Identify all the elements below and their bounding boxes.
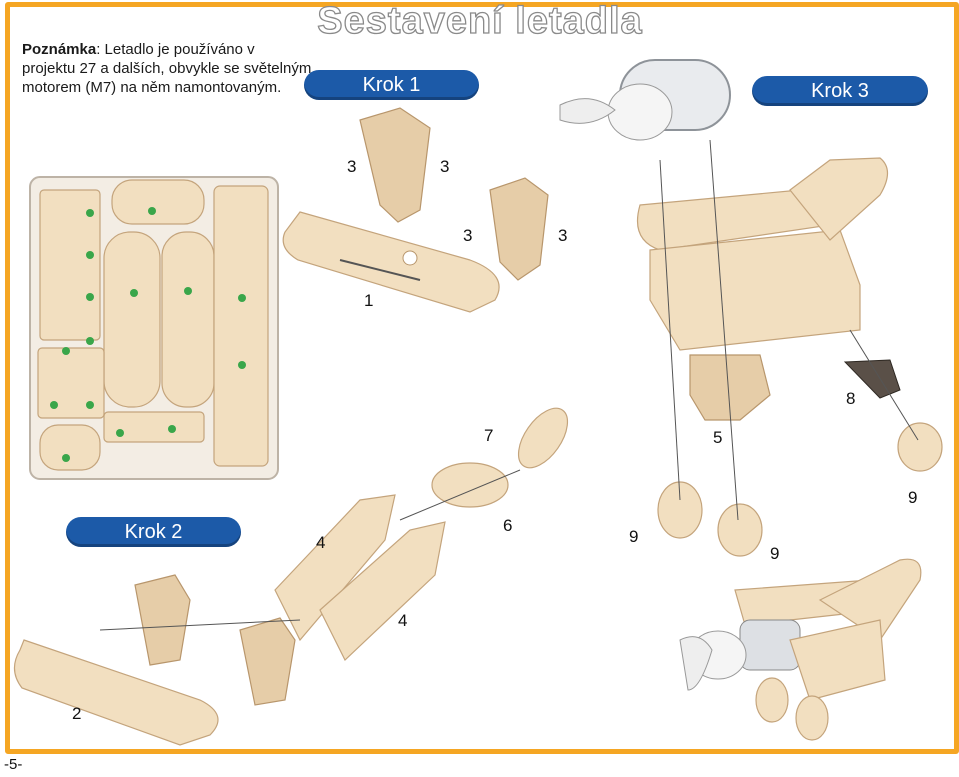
finished-airplane xyxy=(679,558,922,741)
part-number: 5 xyxy=(713,428,723,447)
part-number: 4 xyxy=(316,533,326,552)
step-2-parts xyxy=(13,462,521,746)
part-number: 6 xyxy=(503,516,513,535)
part-number: 7 xyxy=(484,426,494,445)
part-number: 2 xyxy=(72,704,82,723)
part-number: 9 xyxy=(770,544,780,563)
page-title: Sestavení letadla xyxy=(317,0,643,43)
part-number: 1 xyxy=(364,291,374,310)
note-label: Poznámka xyxy=(22,41,97,58)
step-2-label: Krok 2 xyxy=(66,517,241,547)
part-number: 3 xyxy=(440,157,450,176)
part-number: 3 xyxy=(558,226,568,245)
parts-sheet xyxy=(29,176,279,480)
part-number: 4 xyxy=(398,611,408,630)
step-3-upper-assembly xyxy=(517,59,943,557)
part-number: 9 xyxy=(629,527,639,546)
step-3-label: Krok 3 xyxy=(752,76,928,106)
part-number: 3 xyxy=(463,226,473,245)
step-1-parts xyxy=(282,107,549,313)
step-1-label: Krok 1 xyxy=(304,70,479,100)
part-number: 8 xyxy=(846,389,856,408)
part-number: 9 xyxy=(908,488,918,507)
note-text: Poznámka: Letadlo je používáno v projekt… xyxy=(22,40,312,97)
note-body: : Letadlo je používáno v projektu 27 a d… xyxy=(22,41,312,96)
page-number: -5- xyxy=(4,756,23,773)
part-number: 3 xyxy=(347,157,357,176)
